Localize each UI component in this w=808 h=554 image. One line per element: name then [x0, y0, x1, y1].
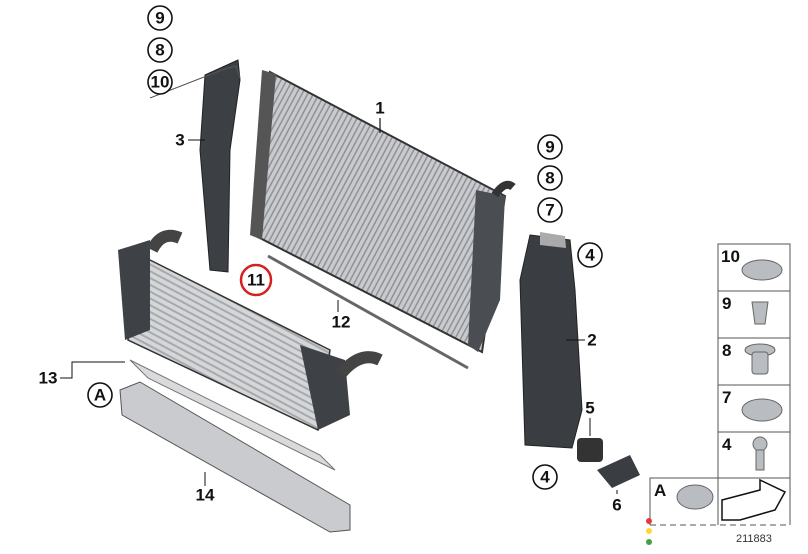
callout-a[interactable]: A [94, 386, 106, 405]
callout-8-right[interactable]: 8 [545, 169, 554, 188]
callout-9-right[interactable]: 9 [545, 138, 554, 157]
screw-4-icon [752, 436, 768, 452]
arrow-symbol-icon [721, 478, 787, 521]
callout-circle [147, 5, 173, 31]
callout-12[interactable]: 12 [332, 313, 351, 332]
plug-a-icon [676, 484, 714, 510]
right-air-duct-part[interactable] [519, 232, 583, 449]
legend-a: A [654, 481, 666, 500]
status-dot-red [646, 518, 652, 524]
status-dot-yellow [646, 528, 652, 534]
callout-1[interactable]: 1 [375, 99, 384, 118]
rubber-mount-part[interactable] [577, 438, 603, 462]
callout-13[interactable]: 13 [39, 369, 58, 388]
status-dot-green [646, 539, 652, 545]
callout-6[interactable]: 6 [612, 496, 621, 515]
fastener-legend [649, 243, 791, 526]
legend-4: 4 [722, 435, 732, 454]
nut-7-icon [741, 398, 783, 422]
callout-4-top[interactable]: 4 [585, 246, 595, 265]
callout-10[interactable]: 10 [151, 73, 170, 92]
callout-9[interactable]: 9 [155, 9, 164, 28]
highlight-circle [239, 263, 273, 297]
seal-strip-part[interactable] [267, 254, 469, 370]
clip-9-icon [751, 301, 769, 325]
intercooler-part[interactable] [118, 229, 383, 432]
legend-9: 9 [722, 294, 731, 313]
callout-5[interactable]: 5 [585, 399, 594, 418]
callout-8[interactable]: 8 [155, 41, 164, 60]
holder-part[interactable] [597, 455, 640, 488]
nut-10-icon [741, 259, 783, 281]
callout-11[interactable]: 11 [247, 271, 265, 290]
legend-8: 8 [722, 341, 731, 360]
callout-7[interactable]: 7 [545, 201, 554, 220]
callout-3[interactable]: 3 [175, 131, 184, 150]
radiator-part[interactable] [250, 70, 516, 354]
callout-4-bottom[interactable]: 4 [540, 468, 550, 487]
callout-2[interactable]: 2 [587, 331, 596, 350]
lower-bracket-part[interactable] [119, 359, 351, 533]
legend-10: 10 [721, 247, 740, 266]
left-air-duct-part[interactable] [149, 59, 241, 273]
callout-14[interactable]: 14 [196, 486, 215, 505]
image-number: 211883 [736, 533, 772, 545]
legend-7: 7 [722, 388, 731, 407]
